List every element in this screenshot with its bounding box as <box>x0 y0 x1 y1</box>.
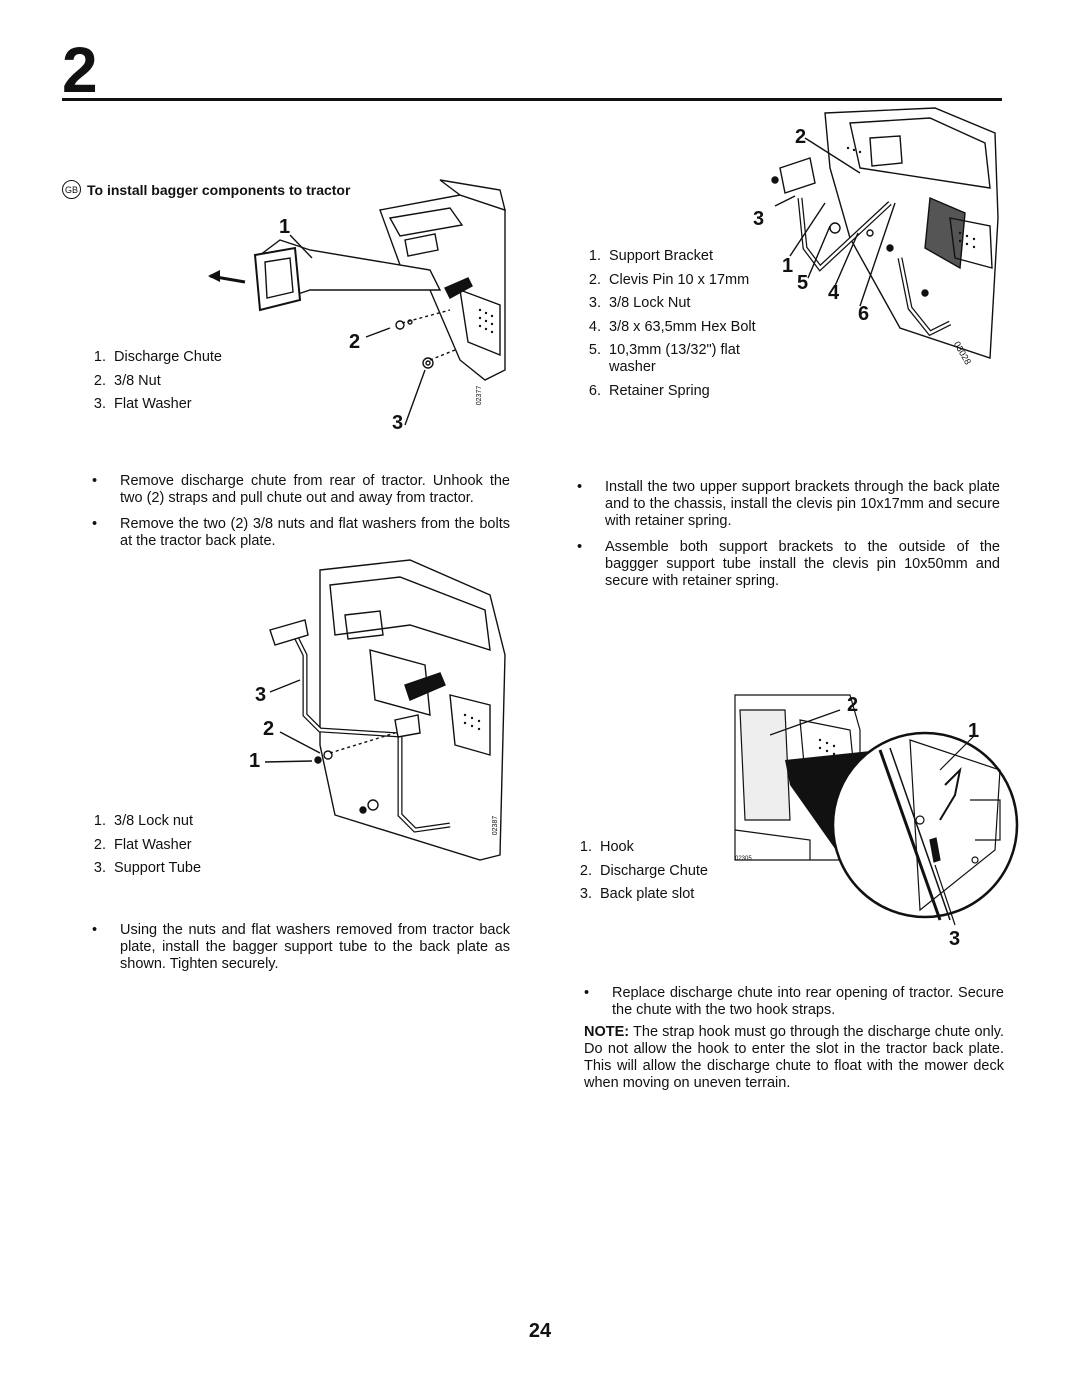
figure1-callout-3: 3 <box>392 412 404 434</box>
figure4-callout-3: 3 <box>949 928 961 950</box>
figure1-illustration <box>208 170 510 430</box>
legend-item: 1.Discharge Chute <box>93 349 222 365</box>
section-heading: GB To install bagger components to tract… <box>62 180 350 199</box>
legend-item: 1.3/8 Lock nut <box>93 813 193 829</box>
bullet-item: •Remove the two (2) 3/8 nuts and flat wa… <box>92 516 510 549</box>
figure4-callout-2: 2 <box>847 694 859 716</box>
legend-item: 3.Back plate slot <box>579 886 695 902</box>
bullet-item: •Replace discharge chute into rear openi… <box>584 985 1004 1018</box>
legend-item: 2.Flat Washer <box>93 836 192 853</box>
figure2-code: 02387 <box>492 815 500 836</box>
figure4-callout-1: 1 <box>968 720 980 742</box>
section-title: To install bagger components to tractor <box>87 181 351 198</box>
figure3-callout-5: 5 <box>797 272 809 294</box>
legend-item: 3.Support Tube <box>93 860 202 876</box>
legend-item: 3.3/8 Lock Nut <box>588 295 691 311</box>
note-text: The strap hook must go through the disch… <box>584 1024 1004 1091</box>
figure3-illustration <box>760 108 1000 378</box>
figure1-legend: 1.Discharge Chute 2.3/8 Nut 3.Flat Washe… <box>80 346 222 417</box>
note-paragraph: NOTE: The strap hook must go through the… <box>584 1024 1004 1092</box>
note-label: NOTE: <box>584 1024 630 1040</box>
bullet-item: •Assemble both support brackets to the o… <box>577 539 1000 589</box>
legend-item: 2.Clevis Pin 10 x 17mm <box>588 271 750 288</box>
header-rule <box>62 98 1002 101</box>
bullet-item: •Install the two upper support brackets … <box>577 479 1000 529</box>
legend-item: 2.3/8 Nut <box>93 372 161 389</box>
page-number: 24 <box>528 1320 552 1342</box>
figure4-legend: 1.Hook 2.Discharge Chute 3.Back plate sl… <box>566 836 708 907</box>
figure2-illustration <box>250 555 510 865</box>
figure3-callout-4: 4 <box>828 282 840 304</box>
right-instructions-1: •Install the two upper support brackets … <box>577 479 1000 599</box>
left-instructions-2: •Using the nuts and flat washers removed… <box>92 922 510 982</box>
legend-item: 5.10,3mm (13/32") flat washer <box>588 342 740 375</box>
figure3-callout-1: 1 <box>782 255 794 277</box>
legend-item: 2.Discharge Chute <box>579 862 708 879</box>
figure3-callout-2: 2 <box>795 126 807 148</box>
legend-item: 1.Hook <box>579 839 634 855</box>
legend-item: 6.Retainer Spring <box>588 383 710 399</box>
figure2-callout-1: 1 <box>249 750 261 772</box>
figure1-code: 02377 <box>476 385 484 406</box>
figure3-callout-6: 6 <box>858 303 870 325</box>
figure3-legend: 1.Support Bracket 2.Clevis Pin 10 x 17mm… <box>575 245 785 404</box>
figure2-legend: 1.3/8 Lock nut 2.Flat Washer 3.Support T… <box>80 810 201 881</box>
right-instructions-2: •Replace discharge chute into rear openi… <box>584 985 1004 1028</box>
legend-item: 4.3/8 x 63,5mm Hex Bolt <box>588 318 756 335</box>
figure4-illustration <box>730 690 1010 930</box>
bullet-item: •Remove discharge chute from rear of tra… <box>92 473 510 506</box>
legend-item: 1.Support Bracket <box>588 248 713 264</box>
figure2-callout-2: 2 <box>263 718 275 740</box>
chapter-number: 2 <box>62 34 98 106</box>
figure4-code: 02305 <box>735 856 752 862</box>
language-badge: GB <box>62 180 81 199</box>
figure3-callout-3: 3 <box>753 208 765 230</box>
figure1-callout-1: 1 <box>279 216 291 238</box>
legend-item: 3.Flat Washer <box>93 396 192 412</box>
figure2-callout-3: 3 <box>255 684 267 706</box>
bullet-item: •Using the nuts and flat washers removed… <box>92 922 510 972</box>
figure1-callout-2: 2 <box>349 331 361 353</box>
left-instructions-1: •Remove discharge chute from rear of tra… <box>92 473 510 559</box>
